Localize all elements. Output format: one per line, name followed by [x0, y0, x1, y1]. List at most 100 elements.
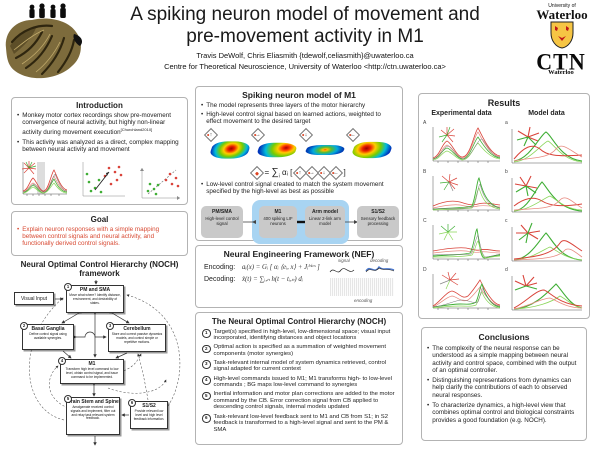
noch-box-brain-stem-spine: 5 Brain Stem and Spine Amalgamate receiv…	[64, 395, 120, 435]
uwaterloo-shield-icon	[550, 21, 574, 49]
noch-item-6: 6 Task-relevant low-level feedback sent …	[202, 414, 396, 434]
uwaterloo-logo-top-text: University of	[548, 3, 576, 9]
noch-box-s1-s2: 6 S1/S2 Provide relevant low level and h…	[128, 399, 168, 429]
basis-surface-4: ←	[346, 127, 395, 163]
svg-text:signal: signal	[338, 258, 351, 263]
noch-framework-heading-line2: framework	[79, 269, 120, 278]
nef-figure: signal decoding encoding	[328, 256, 398, 304]
noch-item-2: 2 Optimal action is specified as a summa…	[202, 344, 396, 357]
noch-item-3: 3 Task-relevant internal model of system…	[202, 360, 396, 373]
poster-title-line2: pre-movement activity in M1	[186, 26, 424, 47]
flow-box-arm-model: Arm model Linear 2-link arm model	[305, 205, 345, 238]
intro-figure-firing-rates	[21, 161, 68, 196]
flow-box-pm-sma: PM/SMA High-level control signal	[201, 205, 243, 238]
experimental-plot-a: A	[422, 119, 503, 167]
model-plot-b: b	[504, 168, 585, 216]
direction-diamond-down-icon: ↓	[298, 127, 313, 142]
box-title: Brain Stem and Spine	[67, 399, 119, 405]
noch-item-5: 5 Inertial information and motor plan co…	[202, 391, 396, 411]
spiking-model-box: Spiking neuron model of M1 • The model r…	[195, 86, 403, 244]
box-number: 3	[106, 322, 114, 330]
visual-input-label: Visual Input	[20, 296, 48, 302]
intro-figure-projection	[140, 168, 180, 200]
people-silhouettes	[29, 3, 66, 18]
bullet-icon: •	[427, 377, 430, 385]
noch-box-basal-ganglia: 2 Basal Ganglia Define control signal us…	[20, 322, 74, 350]
basis-surface-1: ↑	[203, 127, 252, 163]
bullet-icon: •	[427, 345, 430, 352]
experimental-plot-c: C	[422, 217, 503, 265]
spiking-bullet-3-text: Low-level control signal created to matc…	[206, 181, 384, 196]
noch-box-pm-sma: 1 PM and SMA Move what where? Identify d…	[64, 283, 124, 313]
decoding-equation: x̂(t) = ∑ᵢ,ₙ h(t − tᵢ,ₙ) dᵢ	[242, 276, 303, 283]
ctn-logo: CTN Waterloo	[530, 48, 592, 76]
nef-title: Neural Engineering Framework (NEF)	[223, 249, 375, 259]
experimental-data-header: Experimental data	[431, 110, 492, 117]
box-title: Basal Ganglia	[31, 326, 65, 332]
nef-box: Neural Engineering Framework (NEF) Encod…	[195, 245, 403, 308]
flow-box-s1-s2: S1/S2 Sensory feedback processing	[357, 205, 399, 238]
tuning-surface	[303, 144, 347, 155]
box-title: Cerebellum	[123, 326, 151, 332]
experimental-plot-d: D	[422, 266, 503, 314]
item-number: 6	[202, 414, 211, 423]
bullet-icon: •	[17, 226, 20, 233]
box-number: 2	[20, 322, 28, 330]
direction-diamond-right-icon: →	[251, 127, 266, 142]
encoding-label: Encoding:	[204, 263, 236, 271]
model-plot-a: a	[504, 119, 585, 167]
uwaterloo-logo-name: Waterloo	[536, 7, 588, 22]
noch-box-cerebellum: 3 Cerebellum Store and correct passive d…	[106, 322, 166, 352]
box-desc: Move what where? Identify distance, envi…	[69, 293, 121, 305]
noch-framework-heading-line1: Neural Optimal Control Hierarchy (NOCH)	[20, 260, 179, 269]
item-number: 4	[202, 376, 211, 385]
intro-figure-state-space	[82, 162, 125, 197]
item-number: 3	[202, 360, 211, 369]
goal-bullet-text: Explain neuron responses with a simple m…	[22, 226, 160, 248]
title-block: A spiking neuron model of movement and p…	[88, 4, 522, 71]
bullet-icon: •	[17, 112, 20, 119]
box-title: S1/S2	[142, 403, 156, 409]
model-data-header: Model data	[528, 110, 565, 117]
nef-decoding-line: Decoding: x̂(t) = ∑ᵢ,ₙ h(t − tᵢ,ₙ) dᵢ	[204, 275, 402, 284]
basis-surface-2: →	[251, 127, 299, 163]
tuning-surface	[207, 140, 252, 159]
results-column-headers: Experimental data Model data	[419, 110, 589, 117]
ctn-logo-text: CTN	[536, 48, 586, 75]
spiking-bullet-1-text: The model represents three layers of the…	[206, 102, 366, 109]
spiking-bullet-2-text: High-level control signal based on learn…	[206, 111, 381, 126]
basis-surfaces-row: ↑ → ↓ ←	[203, 127, 395, 163]
noch-box-m1: 4 M1 Transform high level command to low…	[58, 357, 124, 384]
basis-surface-3: ↓	[298, 127, 347, 163]
item-number: 5	[202, 391, 211, 401]
authors: Travis DeWolf, Chris Eliasmith {tdewolf,…	[196, 51, 414, 60]
introduction-bullet-2: • This activity was analyzed as a direct…	[17, 139, 182, 153]
svg-text:decoding: decoding	[370, 258, 389, 263]
conclusions-box: Conclusions • The complexity of the neur…	[421, 327, 587, 441]
uwaterloo-logo: University of Waterloo	[527, 3, 597, 54]
spiking-bullet-1: • The model represents three layers of t…	[201, 102, 397, 109]
box-desc: Amalgamate received control signals and …	[70, 405, 116, 421]
flow-box-m1: M1 400 spiking LIF neurons	[259, 205, 297, 238]
item-number: 2	[202, 344, 211, 354]
model-plot-d: d	[504, 266, 585, 314]
visual-input-box: Visual Input	[14, 292, 54, 305]
item-number: 1	[202, 329, 211, 338]
box-desc: Define control signal using available sy…	[29, 332, 67, 340]
bullet-icon: •	[427, 402, 430, 410]
introduction-bullet-1-text: Monkey motor cortex recordings show pre-…	[22, 112, 171, 137]
encoding-equation: aᵢ(x) = Gᵢ [ αᵢ ⟨eᵢ, x⟩ + Jᵢᵇⁱᵃˢ ]	[242, 264, 320, 271]
results-box: Results Experimental data Model data A	[418, 93, 590, 319]
noch-item-1: 1 Target(s) specified in high-level, low…	[202, 329, 396, 342]
conclusion-bullet-1: • The complexity of the neural response …	[427, 345, 577, 374]
weighted-sum-equation: = ∑i αᵢ [ ↑ → ↓ ← ]	[196, 165, 402, 180]
svg-text:encoding: encoding	[354, 298, 373, 303]
box-number: 4	[58, 357, 66, 365]
noch-description-title: The Neural Optimal Control Hierarchy (NO…	[211, 317, 387, 326]
noch-description-box: The Neural Optimal Control Hierarchy (NO…	[195, 312, 403, 445]
results-grid: A a	[419, 117, 589, 316]
spiking-model-title: Spiking neuron model of M1	[242, 90, 356, 100]
conclusion-bullet-2: • Distinguishing representations from dy…	[427, 377, 572, 399]
box-desc: Transform high level command to low leve…	[65, 367, 119, 379]
introduction-title: Introduction	[76, 101, 123, 110]
